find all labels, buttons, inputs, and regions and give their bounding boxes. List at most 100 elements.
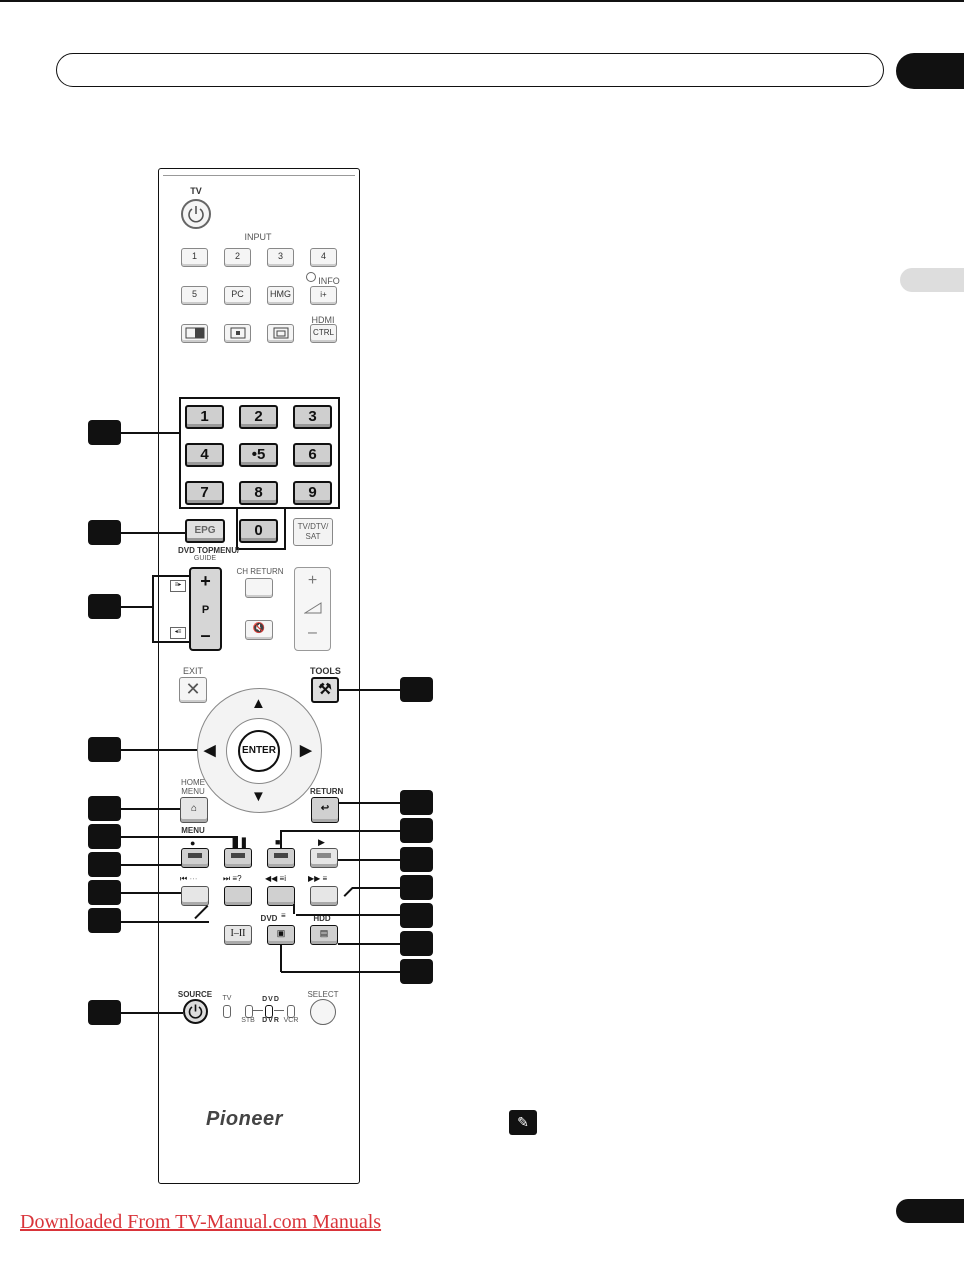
source-led-row: [245, 1005, 295, 1018]
stop-icon: ■: [275, 837, 281, 847]
callout-numbers: [88, 420, 121, 445]
input-1-button[interactable]: 1: [181, 248, 208, 267]
wrench-icon: ⚒: [318, 681, 332, 698]
page-number-tab: [896, 1199, 964, 1223]
volume-up[interactable]: +: [307, 572, 318, 589]
return-button[interactable]: ↩: [311, 797, 339, 823]
number-7-button[interactable]: 7: [185, 481, 224, 505]
callout-tools: [400, 677, 433, 702]
info-label: INFO: [318, 276, 340, 286]
menu-label: MENU: [181, 826, 205, 835]
home-icon: ⌂: [190, 803, 198, 814]
program-down[interactable]: –: [200, 625, 211, 645]
tv-dtv-sat-button[interactable]: TV/DTV/ SAT: [293, 518, 333, 546]
remote-inner-border: [163, 175, 355, 1179]
freeze-button[interactable]: [224, 324, 251, 343]
split-screen-icon: [185, 327, 204, 339]
tools-button[interactable]: ⚒: [311, 677, 339, 703]
number-2-button[interactable]: 2: [239, 405, 278, 429]
tools-label: TOOLS: [310, 666, 341, 676]
ch-return-label: CH RETURN: [236, 567, 284, 576]
arrow-right-icon[interactable]: ▶: [300, 742, 312, 759]
number-1-button[interactable]: 1: [185, 405, 224, 429]
play-button[interactable]: [310, 848, 338, 868]
program-label: P: [201, 604, 210, 616]
screen-size-icon: [273, 327, 288, 339]
rewind-button[interactable]: [267, 886, 295, 906]
select-button[interactable]: [310, 999, 336, 1025]
callout-home-menu: [88, 796, 121, 821]
info-button[interactable]: i+: [310, 286, 337, 305]
footer-download-link[interactable]: Downloaded From TV-Manual.com Manuals: [20, 1211, 382, 1233]
epg-button[interactable]: EPG: [185, 519, 225, 543]
number-8-button[interactable]: 8: [239, 481, 278, 505]
language-side-tab: [900, 268, 964, 292]
teletext-icon: ≡: [281, 911, 286, 920]
select-label: SELECT: [307, 990, 339, 999]
record-button[interactable]: [181, 848, 209, 868]
fast-forward-button[interactable]: [310, 886, 338, 906]
exit-button[interactable]: ✕: [179, 677, 207, 703]
callout-rewind: [400, 903, 433, 928]
input-5-button[interactable]: 5: [181, 286, 208, 305]
source-label: SOURCE: [177, 990, 213, 999]
pioneer-logo: Pioneer: [206, 1108, 283, 1130]
pc-button[interactable]: PC: [224, 286, 251, 305]
input-4-button[interactable]: 4: [310, 248, 337, 267]
program-rocker[interactable]: + P –: [189, 567, 222, 651]
stop-button[interactable]: [267, 848, 295, 868]
i-ii-button[interactable]: I–II: [224, 925, 252, 945]
callout-dpad: [88, 737, 121, 762]
source-power-button[interactable]: [183, 999, 208, 1024]
pause-button[interactable]: [224, 848, 252, 868]
mute-button[interactable]: 🔇: [245, 620, 273, 640]
power-icon: [188, 206, 204, 223]
home-label-line2: MENU: [181, 787, 205, 796]
skip-forward-icon: ⏭ ≡?: [223, 874, 242, 883]
number-0-button[interactable]: 0: [239, 519, 278, 543]
volume-down[interactable]: –: [308, 624, 317, 641]
numeric-keypad-frame: [179, 397, 340, 509]
close-icon: ✕: [185, 679, 201, 699]
callout-hdd: [400, 931, 433, 956]
number-3-button[interactable]: 3: [293, 405, 332, 429]
dvr-switch-label: DVR: [262, 1017, 280, 1024]
mute-icon: 🔇: [252, 623, 266, 634]
page-title-bar: [56, 53, 884, 87]
hmg-button[interactable]: HMG: [267, 286, 294, 305]
arrow-down-icon[interactable]: ▼: [251, 788, 266, 805]
hdd-button[interactable]: ▤: [310, 925, 338, 945]
tv-dtv-sat-line1: TV/DTV/: [297, 522, 329, 531]
split-screen-button[interactable]: [181, 324, 208, 343]
input-3-button[interactable]: 3: [267, 248, 294, 267]
volume-rocker[interactable]: + –: [294, 567, 331, 651]
skip-back-button[interactable]: [181, 886, 209, 906]
hdmi-ctrl-button[interactable]: CTRL: [310, 324, 337, 343]
enter-button[interactable]: ENTER: [238, 730, 280, 772]
input-2-button[interactable]: 2: [224, 248, 251, 267]
tv-led: [223, 1005, 231, 1018]
number-9-button[interactable]: 9: [293, 481, 332, 505]
callout-skip-forward: [88, 908, 121, 933]
stb-label: STB: [241, 1017, 255, 1024]
volume-wedge-icon: [304, 602, 322, 614]
ch-return-button[interactable]: [245, 578, 273, 598]
chapter-tab: [896, 53, 964, 89]
arrow-up-icon[interactable]: ▲: [251, 695, 266, 712]
input-label: INPUT: [244, 232, 272, 242]
arrow-left-icon[interactable]: ◀: [204, 742, 216, 759]
callout-dvd: [400, 959, 433, 984]
home-menu-button[interactable]: ⌂: [180, 797, 208, 823]
callout-record: [88, 852, 121, 877]
tv-power-button[interactable]: [181, 199, 211, 229]
screen-size-button[interactable]: [267, 324, 294, 343]
exit-label: EXIT: [182, 666, 203, 676]
number-4-button[interactable]: 4: [185, 443, 224, 467]
skip-forward-button[interactable]: [224, 886, 252, 906]
number-5-button[interactable]: •5: [239, 443, 278, 467]
dvd-button[interactable]: ▣: [267, 925, 295, 945]
program-up[interactable]: +: [200, 571, 211, 591]
return-label: RETURN: [310, 787, 344, 796]
number-6-button[interactable]: 6: [293, 443, 332, 467]
zero-key-frame: [236, 507, 286, 550]
